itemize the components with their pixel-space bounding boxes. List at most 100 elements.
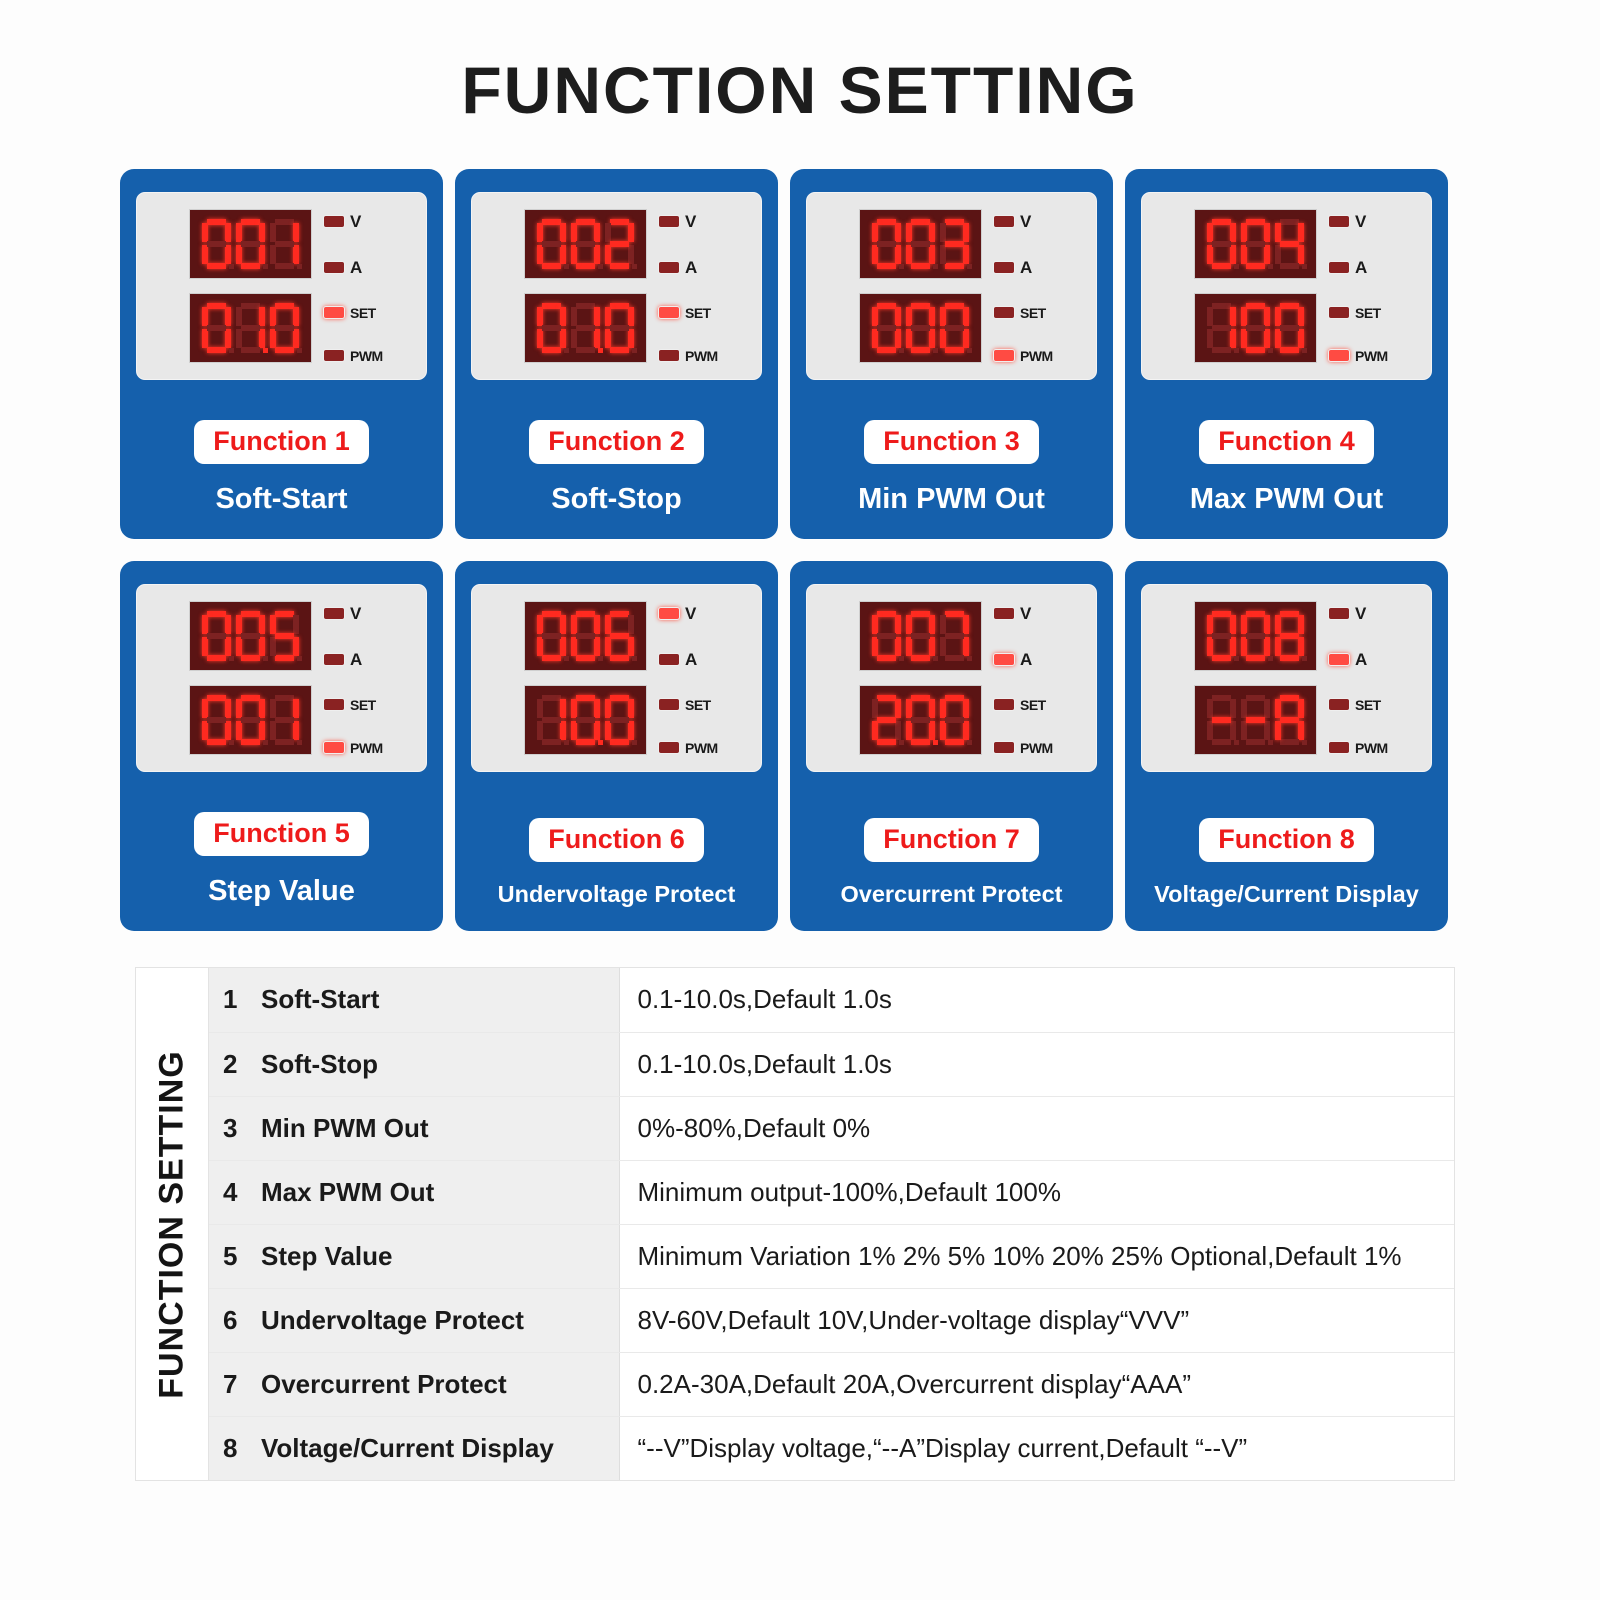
segment-c <box>895 245 901 264</box>
seven-seg-digit <box>604 695 637 745</box>
row-function-name: Step Value <box>253 1224 620 1289</box>
lcd-display-top <box>1194 209 1317 279</box>
led-label-pwm: PWM <box>1020 739 1053 756</box>
segment-b <box>895 307 901 326</box>
led-row-a: A <box>993 259 1053 276</box>
seven-seg-digit <box>1240 303 1273 353</box>
segment-c <box>895 637 901 656</box>
segment-g <box>576 633 595 639</box>
segment-c <box>594 637 600 656</box>
segment-b <box>628 307 634 326</box>
segment-c <box>594 721 600 740</box>
segment-a <box>1212 219 1231 225</box>
segment-c <box>628 245 634 264</box>
segment-c <box>259 329 265 348</box>
decimal-point <box>598 656 603 661</box>
segment-d <box>945 655 964 661</box>
decimal-point <box>1268 656 1273 661</box>
seven-seg-digit <box>939 219 972 269</box>
segment-c <box>293 329 299 348</box>
segment-f <box>1241 699 1247 718</box>
segment-a <box>207 695 226 701</box>
seven-seg-digit <box>939 303 972 353</box>
segment-g <box>207 633 226 639</box>
decimal-point <box>967 740 972 745</box>
segment-d <box>610 739 629 745</box>
segment-b <box>929 223 935 242</box>
segment-b <box>259 699 265 718</box>
segment-g <box>945 325 964 331</box>
led-row-set: SET <box>658 306 718 320</box>
led-a-icon <box>323 653 345 667</box>
decimal-point <box>899 740 904 745</box>
led-pwm-icon <box>1328 741 1350 755</box>
seven-seg-digit <box>905 303 938 353</box>
led-row-pwm: PWM <box>323 349 383 363</box>
led-row-pwm: PWM <box>323 741 383 755</box>
segment-d <box>1246 739 1265 745</box>
segment-e <box>605 721 611 740</box>
segment-c <box>1298 329 1304 348</box>
seven-seg-digit <box>201 303 234 353</box>
led-label-set: SET <box>685 304 711 321</box>
segment-c <box>560 637 566 656</box>
seven-seg-digit <box>871 695 904 745</box>
decimal-point <box>1234 656 1239 661</box>
segment-e <box>1241 637 1247 656</box>
seven-seg-digit <box>201 611 234 661</box>
segment-d <box>207 263 226 269</box>
segment-e <box>1207 721 1213 740</box>
segment-b <box>929 615 935 634</box>
segment-a <box>877 695 896 701</box>
segment-a <box>610 303 629 309</box>
segment-f <box>236 699 242 718</box>
function-badge: Function 2 <box>529 420 704 464</box>
segment-d <box>1280 347 1299 353</box>
segment-b <box>225 223 231 242</box>
segment-b <box>225 699 231 718</box>
segment-a <box>241 611 260 617</box>
led-label-set: SET <box>1020 304 1046 321</box>
led-v-icon <box>1328 215 1350 228</box>
segment-f <box>872 307 878 326</box>
segment-a <box>610 695 629 701</box>
segment-e <box>872 721 878 740</box>
led-row-pwm: PWM <box>658 741 718 755</box>
lcd-display-bottom <box>859 293 982 363</box>
segment-f <box>605 223 611 242</box>
segment-e <box>1207 637 1213 656</box>
segment-a <box>877 611 896 617</box>
led-a-icon <box>658 261 680 275</box>
segment-a <box>1212 611 1231 617</box>
seven-seg-digit <box>905 611 938 661</box>
segment-f <box>605 699 611 718</box>
segment-g <box>241 325 260 331</box>
decimal-point <box>899 656 904 661</box>
segment-b <box>594 223 600 242</box>
segment-f <box>571 615 577 634</box>
decimal-point <box>632 740 637 745</box>
decimal-point <box>263 740 268 745</box>
seven-seg-digit <box>269 611 302 661</box>
segment-a <box>1212 695 1231 701</box>
segment-e <box>537 245 543 264</box>
segment-g <box>542 325 561 331</box>
segment-b <box>1298 307 1304 326</box>
segment-c <box>225 637 231 656</box>
segment-c <box>963 721 969 740</box>
segment-c <box>1230 721 1236 740</box>
led-row-a: A <box>658 651 718 668</box>
segment-b <box>628 699 634 718</box>
segment-d <box>610 347 629 353</box>
segment-c <box>225 721 231 740</box>
